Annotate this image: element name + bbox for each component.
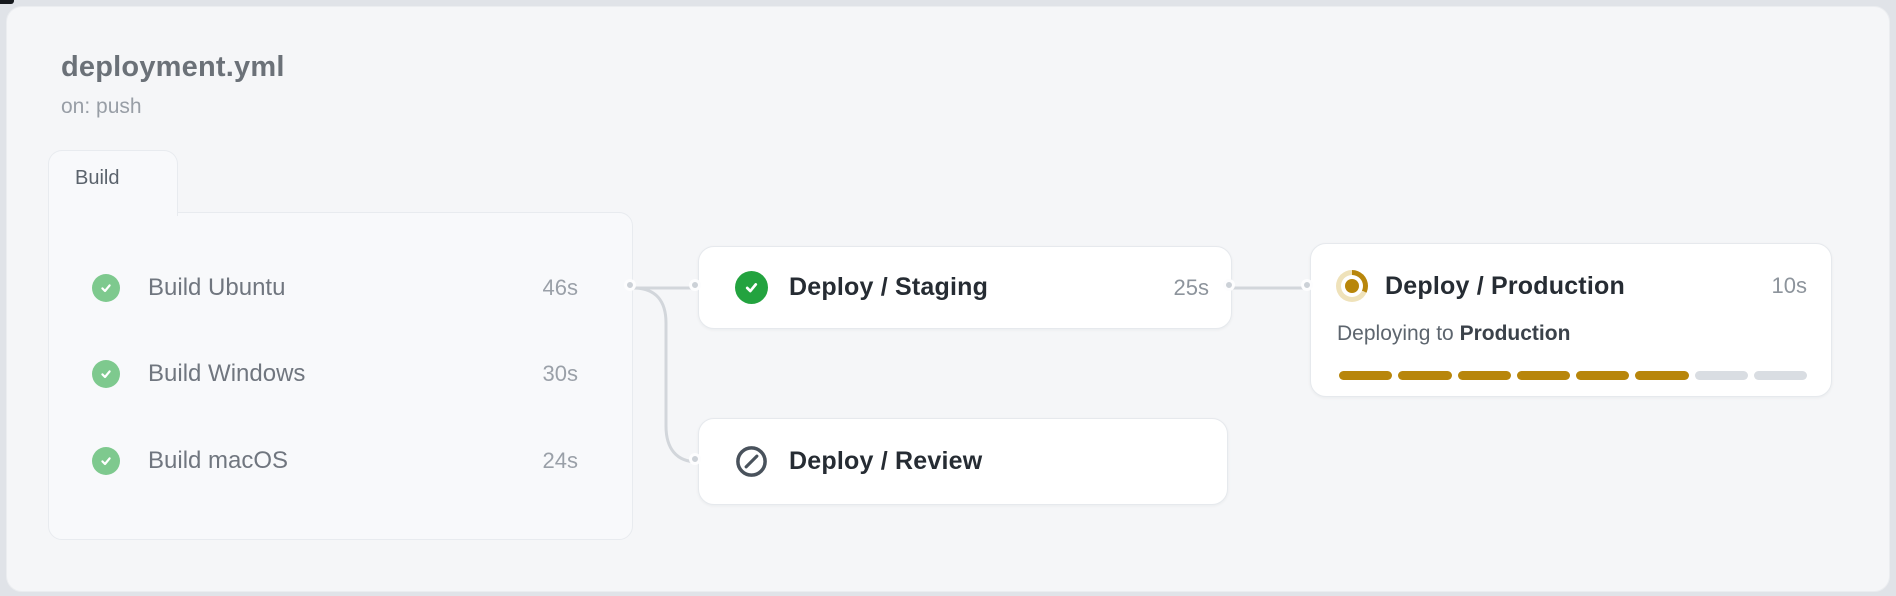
progress-segment <box>1635 371 1689 380</box>
screen-corner-artifact <box>0 0 14 4</box>
progress-segment <box>1516 371 1570 380</box>
progress-segment <box>1576 371 1630 380</box>
node-title: Deploy / Review <box>789 447 983 475</box>
skipped-icon <box>735 445 768 478</box>
build-job-name: Build macOS <box>148 447 289 474</box>
build-group-label: Build <box>75 167 120 189</box>
progress-segment <box>1339 371 1393 380</box>
progress-segment <box>1398 371 1452 380</box>
connector-dot-build-out <box>624 279 636 291</box>
in-progress-icon <box>1336 270 1368 302</box>
node-title: Deploy / Staging <box>789 273 989 301</box>
connector-dot-staging-in <box>689 279 701 291</box>
connector-dot-review-in <box>689 453 701 465</box>
build-job-row[interactable]: Build Windows 30s <box>49 356 632 392</box>
node-duration: 10s <box>1771 273 1807 298</box>
progress-segment <box>1753 371 1807 380</box>
build-group-box: Build Ubuntu 46s Build Windows 30s Build… <box>48 212 633 540</box>
deploy-progress-bar <box>1339 371 1807 380</box>
progress-segment <box>1694 371 1748 380</box>
build-job-duration: 24s <box>542 448 578 473</box>
deploy-target: Production <box>1459 322 1571 345</box>
workflow-file-title: deployment.yml <box>61 51 285 83</box>
build-job-duration: 30s <box>542 361 578 386</box>
build-job-duration: 46s <box>542 275 578 300</box>
build-job-name: Build Windows <box>148 360 306 387</box>
node-duration: 25s <box>1173 274 1209 300</box>
progress-segment <box>1457 371 1511 380</box>
check-circle-icon <box>92 360 120 388</box>
check-circle-icon <box>92 274 120 302</box>
connector-dot-production-in <box>1301 279 1313 291</box>
deploy-status-text: Deploying to Production <box>1337 322 1571 345</box>
check-circle-icon <box>92 447 120 475</box>
check-circle-icon <box>735 271 768 304</box>
build-group-tab[interactable]: Build <box>48 150 178 216</box>
node-deploy-production[interactable]: Deploy / Production 10s Deploying to Pro… <box>1310 243 1832 397</box>
build-job-row[interactable]: Build Ubuntu 46s <box>49 270 632 306</box>
build-job-name: Build Ubuntu <box>148 274 286 301</box>
node-deploy-review[interactable]: Deploy / Review <box>698 418 1228 505</box>
node-deploy-staging[interactable]: Deploy / Staging 25s <box>698 246 1232 329</box>
node-title: Deploy / Production <box>1385 271 1625 300</box>
connector-dot-staging-out <box>1223 279 1235 291</box>
build-job-row[interactable]: Build macOS 24s <box>49 443 632 479</box>
workflow-trigger: on: push <box>61 95 142 118</box>
